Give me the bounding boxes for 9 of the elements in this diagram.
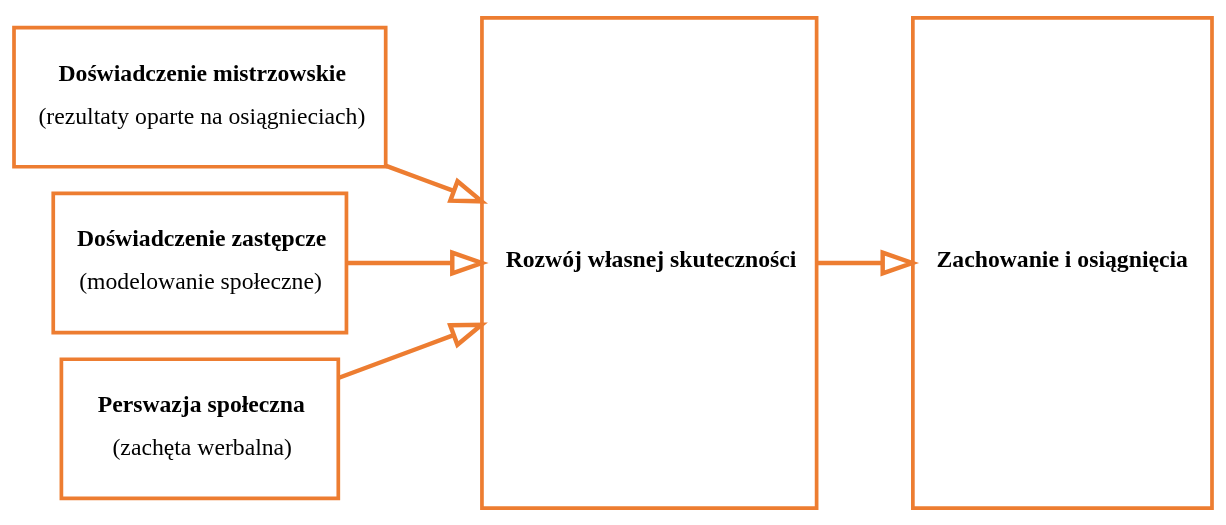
node-box: Doświadczenie mistrzowskie (rezultaty oparte na osiągnieciach): [12, 25, 388, 169]
arrow: [346, 249, 489, 276]
arrow: [385, 163, 488, 204]
arrow: [817, 249, 919, 276]
node-box: Perswazja społeczna (zachęta werbalna): [59, 356, 341, 500]
node-box: Zachowanie i osiągnięcia: [911, 15, 1214, 510]
node-box: Rozwój własnej skuteczności: [480, 15, 819, 510]
node-box: Doświadczenie zastępcze (modelowanie społeczne): [51, 191, 349, 334]
arrow: [337, 321, 488, 380]
